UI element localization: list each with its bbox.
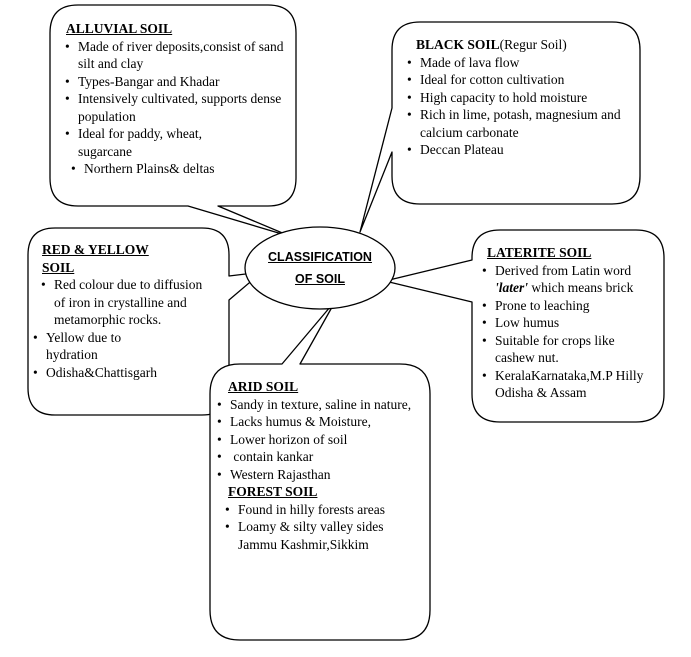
list-item: Northern Plains& deltas <box>68 160 290 178</box>
laterite-item-pre: Derived from Latin word <box>495 262 632 278</box>
list-item: Deccan Plateau <box>404 141 636 159</box>
list-item: Loamy & silty valley sides Jammu Kashmir… <box>222 518 413 553</box>
arid-soil-box: ARID SOIL Sandy in texture, saline in na… <box>214 378 426 553</box>
black-soil-subtitle: (Regur Soil) <box>499 37 567 52</box>
list-item: Western Rajasthan <box>214 466 426 484</box>
list-item: Ideal for paddy, wheat, sugarcane <box>62 125 228 160</box>
red-yellow-title-line2: SOIL <box>42 259 75 275</box>
list-item: Lacks humus & Moisture, <box>214 413 426 431</box>
list-item: Ideal for cotton cultivation <box>404 71 636 89</box>
list-item: Low humus <box>479 314 661 332</box>
center-title-line1: CLASSIFICATION <box>268 250 372 264</box>
list-item: Found in hilly forests areas <box>222 501 426 519</box>
laterite-soil-box: LATERITE SOIL Derived from Latin word 'l… <box>479 244 661 402</box>
list-item: Red colour due to diffusion of iron in c… <box>38 276 214 329</box>
list-item: Prone to leaching <box>479 297 661 315</box>
laterite-item-post: which means brick <box>528 280 634 295</box>
list-item: Odisha&Chattisgarh <box>30 364 226 382</box>
center-title: CLASSIFICATION OF SOIL <box>258 246 382 290</box>
list-item: Made of river deposits,consist of sand s… <box>62 38 290 73</box>
list-item: Derived from Latin word 'later' which me… <box>479 262 661 297</box>
black-soil-title: BLACK SOIL <box>416 37 500 52</box>
list-item: KeralaKarnataka,M.P Hilly Odisha & Assam <box>479 367 655 402</box>
list-item: Sandy in texture, saline in nature, <box>214 396 415 414</box>
forest-title: FOREST SOIL <box>228 484 318 499</box>
arid-title: ARID SOIL <box>228 379 299 394</box>
laterite-title: LATERITE SOIL <box>487 245 592 260</box>
list-item: Lower horizon of soil <box>214 431 426 449</box>
black-soil-box: BLACK SOIL(Regur Soil) Made of lava flow… <box>404 36 636 159</box>
laterite-item-emphasis: 'later' <box>495 280 528 295</box>
alluvial-title: ALLUVIAL SOIL <box>66 21 173 36</box>
black-soil-heading: BLACK SOIL(Regur Soil) <box>416 36 636 54</box>
list-item: High capacity to hold moisture <box>404 89 636 107</box>
alluvial-soil-box: ALLUVIAL SOIL Made of river deposits,con… <box>62 20 290 178</box>
list-item: Suitable for crops like cashew nut. <box>479 332 645 367</box>
center-ellipse <box>244 226 396 310</box>
list-item: contain kankar <box>214 448 426 466</box>
list-item: Yellow due to hydration <box>30 329 176 364</box>
red-yellow-title-line1: RED & YELLOW <box>42 242 149 257</box>
list-item: Intensively cultivated, supports dense p… <box>62 90 290 125</box>
list-item: Types-Bangar and Khadar <box>62 73 290 91</box>
list-item: Rich in lime, potash, magnesium and calc… <box>404 106 636 141</box>
center-title-line2: OF SOIL <box>295 272 345 286</box>
red-yellow-soil-box: RED & YELLOW SOIL Red colour due to diff… <box>30 241 226 381</box>
list-item: Made of lava flow <box>404 54 636 72</box>
